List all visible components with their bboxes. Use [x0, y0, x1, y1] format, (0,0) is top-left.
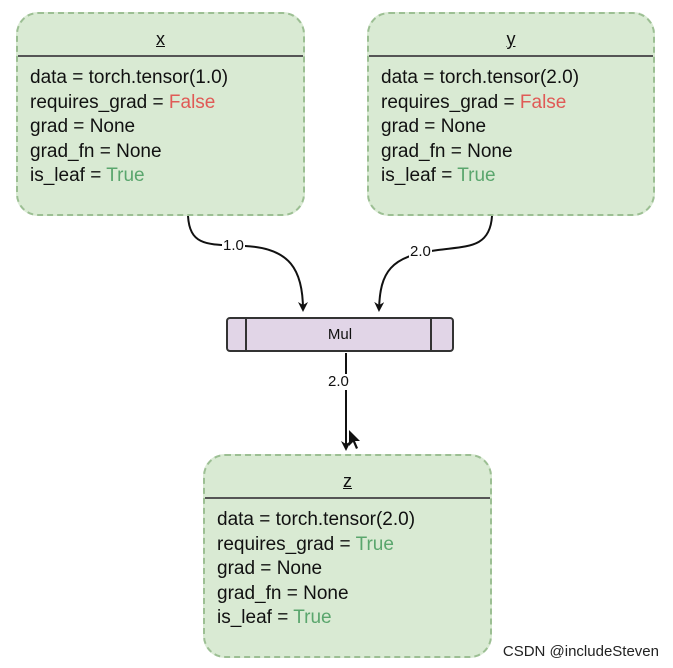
node-divider: [369, 55, 653, 57]
prop-key: is_leaf: [30, 165, 85, 186]
prop-row-grad-fn: grad_fn = None: [30, 140, 228, 165]
prop-equals: =: [419, 116, 441, 137]
prop-key: data: [217, 509, 254, 530]
prop-key: requires_grad: [217, 533, 335, 555]
prop-row-data: data = torch.tensor(2.0): [217, 508, 415, 533]
node-title: z: [343, 471, 352, 491]
prop-key: grad: [30, 116, 69, 137]
watermark: CSDN @includeSteven: [502, 643, 659, 660]
edge-y-to-mul: [374, 215, 493, 312]
node-z[interactable]: z data = torch.tensor(2.0)requires_grad …: [203, 454, 492, 658]
prop-value: torch.tensor(1.0): [88, 67, 229, 88]
prop-value: None: [467, 140, 513, 162]
prop-value: True: [293, 607, 332, 628]
edge-x-to-mul: [187, 215, 308, 312]
op-left-bar: [245, 319, 247, 350]
edge-label-y: 2.0: [409, 243, 432, 260]
prop-key: grad_fn: [381, 140, 446, 162]
prop-value: False: [168, 91, 216, 113]
node-x[interactable]: x data = torch.tensor(1.0)requires_grad …: [16, 12, 305, 216]
prop-equals: =: [147, 91, 169, 113]
prop-equals: =: [66, 67, 89, 88]
prop-row-grad: grad = None: [30, 115, 228, 140]
prop-value: torch.tensor(2.0): [275, 509, 416, 530]
node-props: data = torch.tensor(1.0)requires_grad = …: [30, 66, 228, 189]
prop-equals: =: [94, 140, 117, 162]
prop-equals: =: [84, 165, 107, 186]
prop-key: is_leaf: [217, 607, 272, 628]
prop-key: grad: [217, 558, 256, 579]
prop-value: True: [106, 165, 145, 186]
prop-equals: =: [68, 116, 90, 137]
prop-row-is-leaf: is_leaf = True: [381, 164, 579, 189]
prop-equals: =: [271, 607, 294, 628]
prop-row-is-leaf: is_leaf = True: [30, 164, 228, 189]
node-title: x: [156, 29, 165, 49]
prop-row-requires-grad: requires_grad = False: [381, 91, 579, 116]
prop-value: None: [116, 140, 162, 162]
prop-equals: =: [498, 91, 520, 113]
cursor-icon: [349, 430, 360, 449]
prop-equals: =: [255, 558, 277, 579]
prop-key: requires_grad: [30, 91, 148, 113]
prop-value: False: [519, 91, 567, 113]
prop-row-data: data = torch.tensor(2.0): [381, 66, 579, 91]
prop-row-grad-fn: grad_fn = None: [381, 140, 579, 165]
prop-equals: =: [445, 140, 468, 162]
prop-key: data: [30, 67, 67, 88]
node-props: data = torch.tensor(2.0)requires_grad = …: [381, 66, 579, 189]
prop-equals: =: [417, 67, 440, 88]
prop-row-grad: grad = None: [217, 557, 415, 582]
node-divider: [205, 497, 490, 499]
prop-value: True: [355, 533, 394, 555]
edge-label-x: 1.0: [222, 237, 245, 254]
prop-equals: =: [253, 509, 276, 530]
node-props: data = torch.tensor(2.0)requires_grad = …: [217, 508, 415, 631]
node-y[interactable]: y data = torch.tensor(2.0)requires_grad …: [367, 12, 655, 216]
prop-value: None: [440, 116, 487, 137]
prop-value: None: [89, 116, 136, 137]
prop-value: None: [303, 582, 349, 604]
node-divider: [18, 55, 303, 57]
op-mul[interactable]: Mul: [226, 317, 454, 352]
prop-value: None: [276, 558, 323, 579]
prop-key: grad: [381, 116, 420, 137]
op-label: Mul: [327, 326, 353, 343]
prop-row-grad: grad = None: [381, 115, 579, 140]
prop-row-requires-grad: requires_grad = False: [30, 91, 228, 116]
prop-value: torch.tensor(2.0): [439, 67, 580, 88]
op-right-bar: [430, 319, 432, 350]
prop-key: grad_fn: [217, 582, 282, 604]
prop-row-data: data = torch.tensor(1.0): [30, 66, 228, 91]
prop-equals: =: [435, 165, 458, 186]
prop-key: grad_fn: [30, 140, 95, 162]
prop-key: requires_grad: [381, 91, 499, 113]
prop-equals: =: [281, 582, 304, 604]
prop-row-is-leaf: is_leaf = True: [217, 606, 415, 631]
edge-label-mul: 2.0: [327, 373, 350, 390]
node-title: y: [506, 29, 516, 49]
prop-key: is_leaf: [381, 165, 436, 186]
prop-key: data: [381, 67, 418, 88]
prop-row-grad-fn: grad_fn = None: [217, 582, 415, 607]
prop-value: True: [457, 165, 496, 186]
prop-equals: =: [334, 533, 356, 555]
prop-row-requires-grad: requires_grad = True: [217, 533, 415, 558]
